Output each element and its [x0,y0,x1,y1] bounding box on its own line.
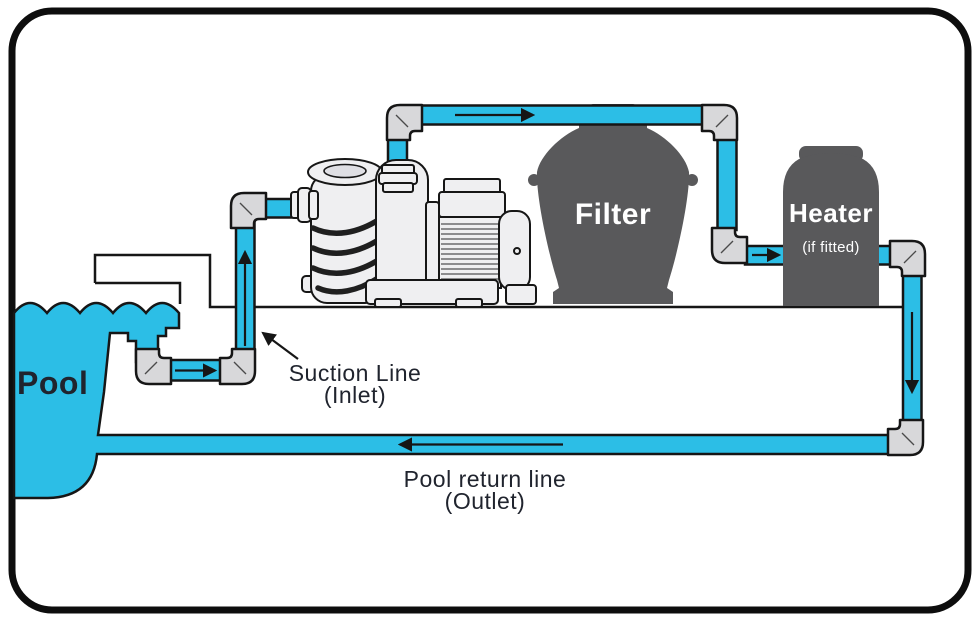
pump-foot [455,298,483,308]
pot-rib [310,256,383,276]
outlet-union [382,182,414,193]
inlet-coupling [308,190,319,220]
suction-line-label: Suction Line [289,360,422,386]
heater-sublabel: (if fitted) [802,239,859,256]
filter-tank: Filter [528,104,698,304]
flow-arrows [175,107,920,452]
motor-junction-box [438,191,506,218]
pot-rib [310,216,383,236]
pool-label: Pool [17,365,88,401]
heater-label: Heater [789,198,873,228]
heater-tank: Heater (if fitted) [783,146,879,306]
skimmer-throat-outline [95,281,182,304]
filter-label: Filter [575,198,651,231]
suction-line-sublabel: (Inlet) [324,382,386,408]
pool-water [12,301,907,500]
filter-down-pipe [716,134,738,232]
pump-foot [374,298,402,308]
deck-outline [93,253,902,309]
return-line-label: Pool return line [404,466,567,492]
motor-junction-box [443,178,501,194]
motor-rear-foot [505,284,537,305]
seal-plate [425,201,440,291]
motor-bolt [513,247,521,255]
pot-rib [310,236,383,256]
motor-body [438,216,502,289]
pump [290,158,537,308]
pump-lid-inner [323,163,367,179]
return-line-sublabel: (Outlet) [445,488,526,514]
suction-label-pointer [261,331,299,360]
